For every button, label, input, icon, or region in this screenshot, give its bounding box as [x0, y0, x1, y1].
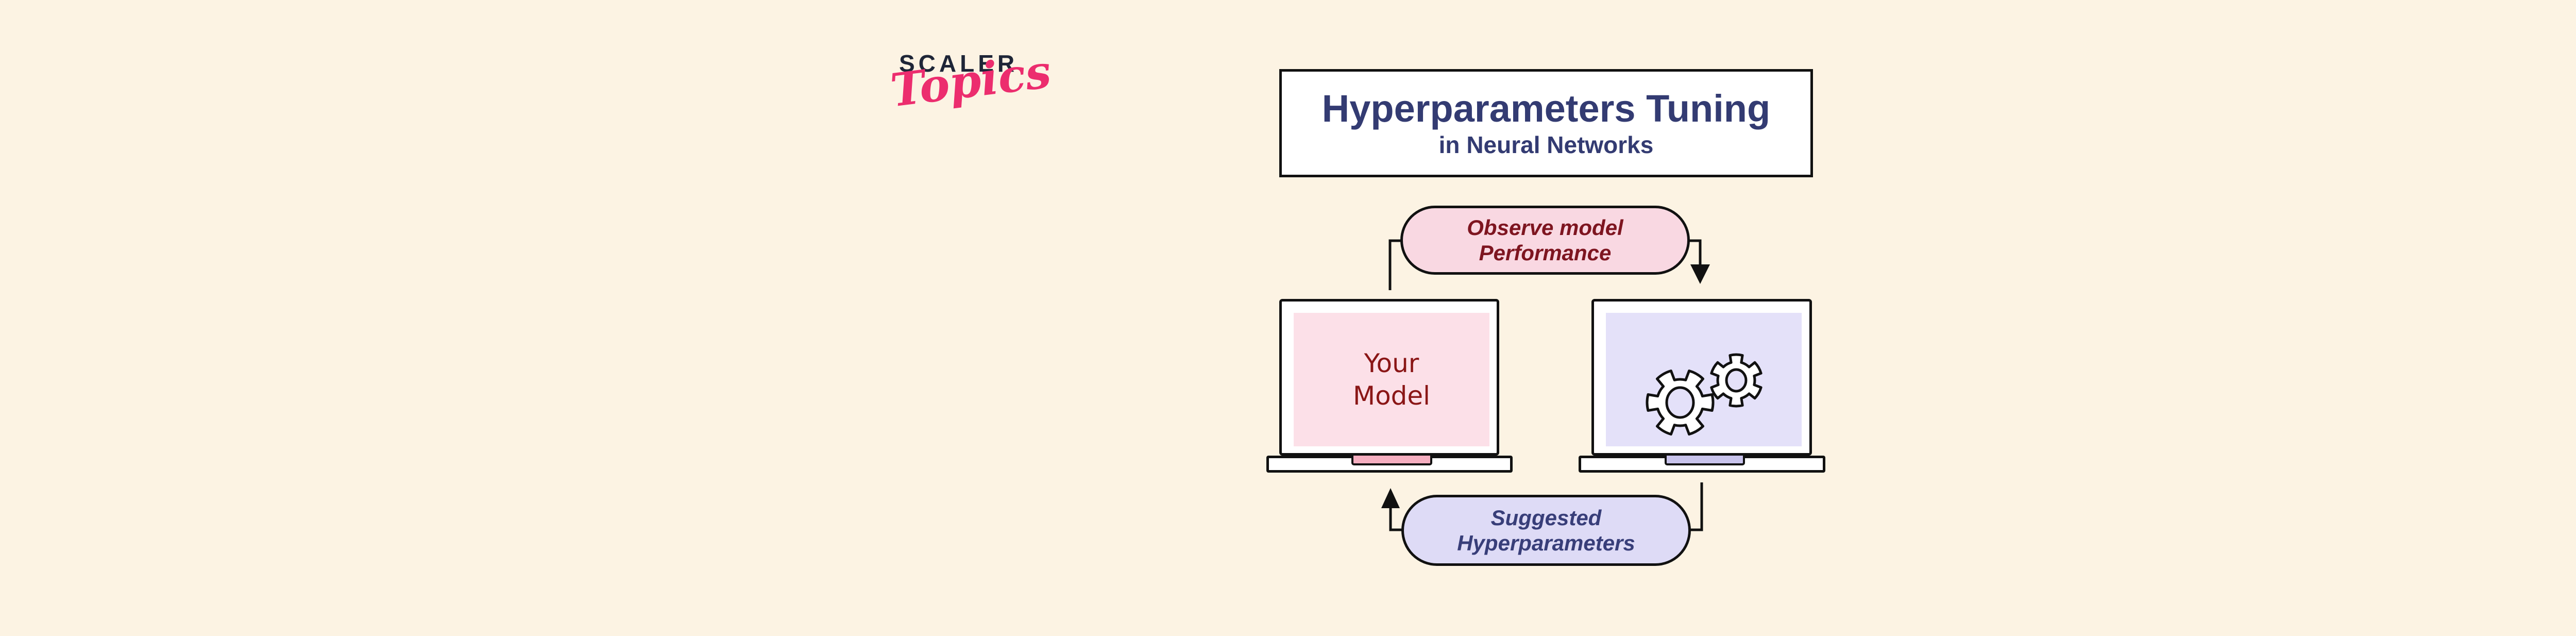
- arrow-up-icon: [1381, 488, 1400, 508]
- connector-suggested-to-model: [1389, 507, 1402, 531]
- gear-small-hole: [1725, 368, 1748, 393]
- suggested-hyperparameters-pill: Suggested Hyperparameters: [1401, 495, 1691, 566]
- scaler-logo-brand: SCALER: [899, 50, 1019, 77]
- your-model-label-line-2: Model: [1352, 380, 1431, 411]
- observe-pill-line-2: Performance: [1479, 241, 1612, 265]
- your-model-laptop-notch: [1351, 456, 1432, 465]
- tuner-laptop-screen: [1591, 299, 1812, 456]
- gears-icon: [1646, 353, 1762, 436]
- suggested-pill-line-1: Suggested: [1490, 505, 1602, 530]
- title-box: Hyperparameters Tuning in Neural Network…: [1279, 69, 1813, 177]
- suggested-pill-line-2: Hyperparameters: [1457, 531, 1635, 555]
- title-line-1: Hyperparameters Tuning: [1321, 87, 1771, 130]
- observe-performance-pill: Observe model Performance: [1400, 206, 1690, 275]
- tuner-laptop-notch: [1665, 456, 1745, 465]
- your-model-laptop-screen: Your Model: [1279, 299, 1499, 456]
- connector-observe-to-tuner: [1688, 239, 1702, 266]
- title-line-2: in Neural Networks: [1438, 131, 1654, 158]
- connector-tuner-to-suggested: [1689, 482, 1703, 531]
- gear-large-hole: [1665, 386, 1695, 419]
- your-model-label-line-1: Your: [1364, 348, 1419, 378]
- observe-pill-line-1: Observe model: [1467, 215, 1623, 240]
- arrow-down-icon: [1690, 264, 1710, 284]
- tuner-laptop-display: [1606, 313, 1802, 446]
- connector-model-to-observe: [1388, 239, 1402, 290]
- your-model-laptop-display: Your Model: [1294, 313, 1489, 446]
